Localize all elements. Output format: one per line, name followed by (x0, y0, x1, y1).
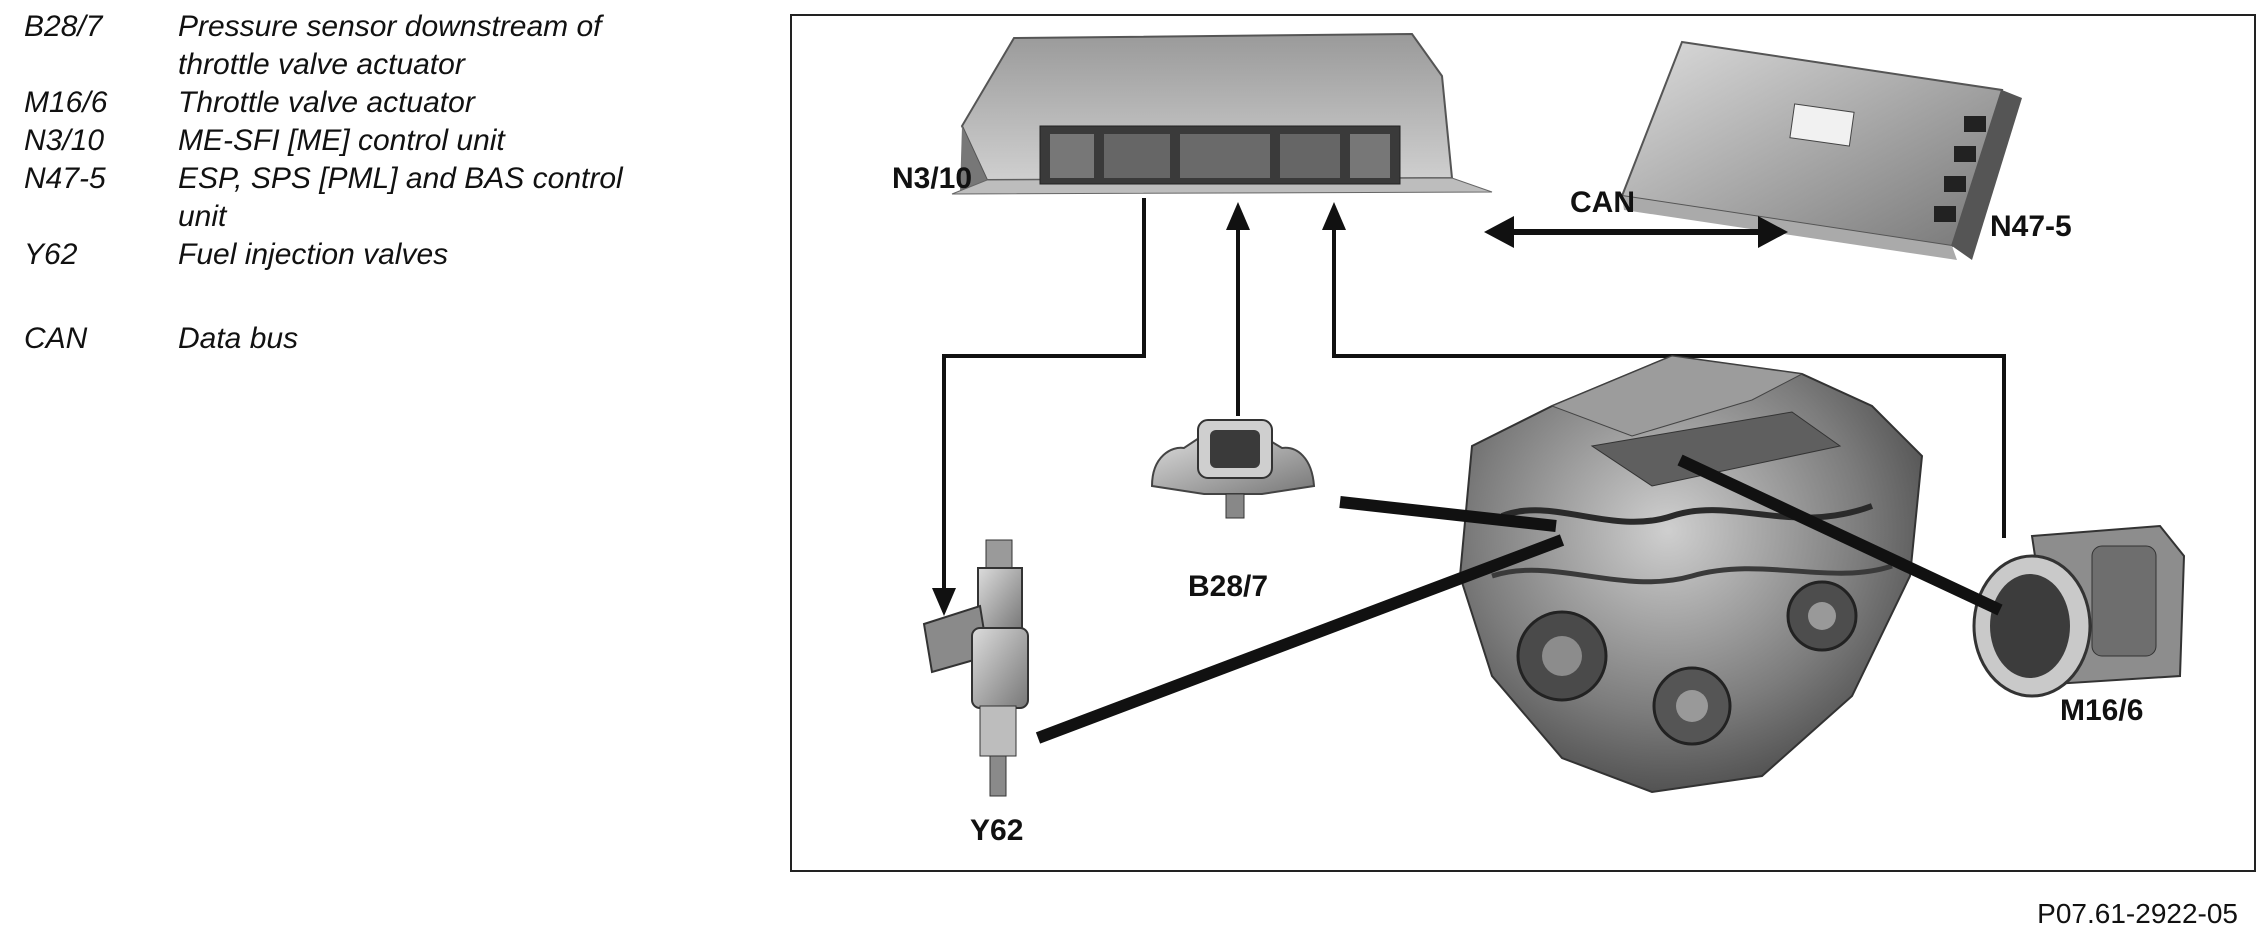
legend-item-m16-6: M16/6 Throttle valve actuator (24, 84, 724, 122)
legend-description-line: throttle valve actuator (178, 48, 465, 81)
legend-item-n47-5: N47-5 ESP, SPS [PML] and BAS control uni… (24, 160, 724, 236)
pointer-bars (1035, 454, 2003, 744)
wire-n3-10-to-y62 (932, 198, 1146, 616)
legend-description-line: unit (178, 200, 227, 233)
wire-m16-6-to-n3-10 (1322, 202, 2006, 538)
legend-code: M16/6 (24, 86, 108, 119)
label-can: CAN (1570, 186, 1635, 219)
figure-id: P07.61-2922-05 (2037, 898, 2238, 929)
m16-6-throttle-actuator-image (1972, 524, 2186, 698)
legend-code: Y62 (24, 238, 78, 271)
legend-description: Pressure sensor downstream of throttle v… (178, 8, 724, 84)
label-m16-6: M16/6 (2060, 694, 2143, 727)
can-bus-arrow (1484, 216, 1788, 248)
legend-description: ESP, SPS [PML] and BAS control unit (178, 160, 724, 236)
label-n3-10: N3/10 (892, 162, 972, 195)
legend-description: Throttle valve actuator (178, 86, 475, 119)
legend-spacer (24, 274, 724, 320)
legend-item-n3-10: N3/10 ME-SFI [ME] control unit (24, 122, 724, 160)
legend: B28/7 Pressure sensor downstream of thro… (24, 8, 724, 358)
y62-fuel-injector-image (922, 539, 1029, 797)
wire-b28-7-to-n3-10 (1226, 202, 1250, 416)
legend-item-b28-7: B28/7 Pressure sensor downstream of thro… (24, 8, 724, 84)
label-n47-5: N47-5 (1990, 210, 2072, 243)
b28-7-pressure-sensor-image (1150, 419, 1316, 519)
legend-code: N47-5 (24, 162, 106, 195)
legend-code: CAN (24, 322, 88, 355)
n3-10-control-unit-image (951, 32, 1493, 195)
engine-image (1458, 354, 1924, 794)
legend-description: Fuel injection valves (178, 238, 449, 271)
diagram-frame: N3/10 CAN N47-5 B28/7 Y62 M16/6 (790, 14, 2256, 872)
system-diagram: N3/10 CAN N47-5 B28/7 Y62 M16/6 (892, 32, 2186, 847)
legend-item-can: CAN Data bus (24, 320, 724, 358)
n47-5-control-unit-image (1620, 40, 2022, 260)
legend-code: B28/7 (24, 10, 103, 43)
legend-code: N3/10 (24, 124, 105, 157)
label-b28-7: B28/7 (1188, 570, 1268, 603)
label-y62: Y62 (970, 814, 1023, 847)
legend-description-line: Pressure sensor downstream of (178, 10, 602, 43)
legend-description: ME-SFI [ME] control unit (178, 124, 505, 157)
legend-description-line: ESP, SPS [PML] and BAS control (178, 162, 623, 195)
legend-item-y62: Y62 Fuel injection valves (24, 236, 724, 274)
legend-description: Data bus (178, 322, 299, 355)
